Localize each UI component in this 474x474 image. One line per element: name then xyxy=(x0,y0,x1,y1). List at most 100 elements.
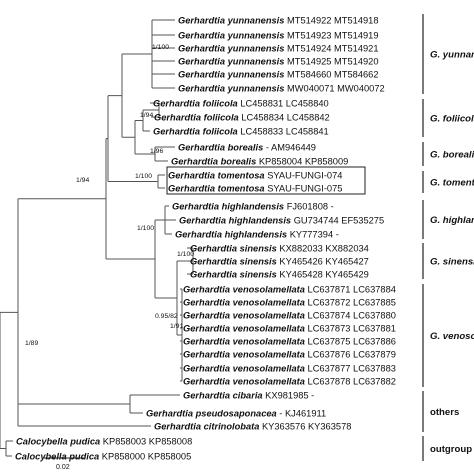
taxon-accession: KX882033 KX882034 xyxy=(277,243,369,253)
tree-branches xyxy=(0,19,194,457)
taxon-accession: MT514925 MT514920 xyxy=(284,56,378,66)
taxon-species-name: Gerhardtia citrinolobata xyxy=(154,421,259,431)
taxon-accession: GU734744 EF535275 xyxy=(291,215,384,225)
taxon-label: Gerhardtia pseudosaponacea - KJ461911 xyxy=(146,408,326,418)
taxon-species-name: Gerhardtia venosolamellata xyxy=(183,376,305,386)
taxon-species-name: Gerhardtia sinensis xyxy=(190,256,277,266)
taxon-label: Gerhardtia venosolamellata LC637873 LC63… xyxy=(183,323,396,333)
taxon-label: Gerhardtia yunnanensis MT514925 MT514920 xyxy=(178,56,379,66)
taxon-species-name: Gerhardtia venosolamellata xyxy=(183,336,305,346)
taxon-accession: KP858003 KP858008 xyxy=(100,436,192,446)
taxon-accession: MT514924 MT514921 xyxy=(284,43,378,53)
taxon-accession: KY465426 KY465427 xyxy=(277,256,369,266)
taxon-accession: MT584660 MT584662 xyxy=(284,69,378,79)
taxon-species-name: Gerhardtia tomentosa xyxy=(168,170,265,180)
group-label-others: others xyxy=(430,407,459,418)
taxon-label: Gerhardtia foliicola LC458834 LC458842 xyxy=(154,112,330,122)
taxon-accession: KY363576 KY363578 xyxy=(259,421,351,431)
taxon-species-name: Gerhardtia foliicola xyxy=(153,126,238,136)
taxon-species-name: Gerhardtia highlandensis xyxy=(175,229,287,239)
scale-bar: 0.02 xyxy=(44,457,84,471)
group-label-tomentosa: G. tomentosa xyxy=(430,178,474,189)
taxon-accession: MT514922 MT514918 xyxy=(284,15,378,25)
taxon-species-name: Gerhardtia yunnanensis xyxy=(178,83,284,93)
taxon-accession: LC637873 LC637881 xyxy=(305,323,396,333)
highlight-box-new-species xyxy=(166,166,366,195)
taxon-accession: MW040071 MW040072 xyxy=(284,83,384,93)
group-label-venosolamellata: G. venosolamellata xyxy=(430,331,474,342)
taxon-species-name: Gerhardtia borealis xyxy=(178,142,263,152)
taxon-species-name: Gerhardtia pseudosaponacea xyxy=(146,408,277,418)
taxon-accession: LC637876 LC637879 xyxy=(305,349,396,359)
taxon-accession: SYAU-FUNGI-074 xyxy=(265,170,343,180)
group-label-yunnanensis: G. yunnanensis xyxy=(430,50,474,61)
taxon-species-name: Gerhardtia cibaria xyxy=(183,390,263,400)
taxon-label: Gerhardtia cibaria KX981985 - xyxy=(183,390,314,400)
taxon-species-name: Gerhardtia sinensis xyxy=(190,243,277,253)
taxon-label: Gerhardtia tomentosa SYAU-FUNGI-075 xyxy=(168,183,342,193)
support-value-yunnanensis: 1/100 xyxy=(152,44,169,51)
taxon-label: Calocybella pudica KP858000 KP858005 xyxy=(15,451,191,461)
taxon-label: Gerhardtia venosolamellata LC637876 LC63… xyxy=(183,349,396,359)
taxon-species-name: Gerhardtia highlandensis xyxy=(172,201,284,211)
taxon-accession: LC637874 LC637880 xyxy=(305,310,396,320)
taxon-accession: KP858000 KP858005 xyxy=(99,451,191,461)
group-label-outgroup: outgroup xyxy=(430,444,472,455)
support-value-tomentosa: 1/100 xyxy=(135,173,152,180)
taxon-accession: LC637877 LC637883 xyxy=(305,363,396,373)
taxon-label: Gerhardtia highlandensis FJ601808 - xyxy=(172,201,334,211)
taxon-accession: LC458833 LC458841 xyxy=(238,126,329,136)
taxon-label: Gerhardtia venosolamellata LC637878 LC63… xyxy=(183,376,396,386)
taxon-accession: FJ601808 - xyxy=(284,201,334,211)
taxon-label: Gerhardtia sinensis KY465428 KY465429 xyxy=(190,269,369,279)
taxon-label: Gerhardtia yunnanensis MT514922 MT514918 xyxy=(178,15,379,25)
taxon-label: Gerhardtia highlandensis KY777394 - xyxy=(175,229,339,239)
taxon-species-name: Gerhardtia venosolamellata xyxy=(183,310,305,320)
group-label-borealis: G. borealis xyxy=(430,150,474,161)
taxon-species-name: Gerhardtia yunnanensis xyxy=(178,30,284,40)
support-value-venosolamellata: 1/91 xyxy=(170,323,183,330)
taxon-species-name: Gerhardtia yunnanensis xyxy=(178,56,284,66)
taxon-accession: LC458831 LC458840 xyxy=(238,98,329,108)
taxon-species-name: Calocybella pudica xyxy=(16,436,100,446)
taxon-species-name: Calocybella pudica xyxy=(15,451,99,461)
taxon-accession: - KJ461911 xyxy=(277,408,326,418)
scale-bar-label: 0.02 xyxy=(56,464,70,471)
taxon-accession: KX981985 - xyxy=(263,390,315,400)
taxon-label: Gerhardtia sinensis KY465426 KY465427 xyxy=(190,256,369,266)
taxon-species-name: Gerhardtia tomentosa xyxy=(168,183,265,193)
taxon-labels: Gerhardtia yunnanensis MT514922 MT514918… xyxy=(15,15,396,461)
taxon-accession: LC637872 LC637885 xyxy=(305,297,396,307)
taxon-species-name: Gerhardtia venosolamellata xyxy=(183,297,305,307)
taxon-accession: LC458834 LC458842 xyxy=(239,112,330,122)
taxon-accession: MT514923 MT514919 xyxy=(284,30,378,40)
taxon-label: Gerhardtia yunnanensis MW040071 MW040072 xyxy=(178,83,385,93)
taxon-species-name: Gerhardtia yunnanensis xyxy=(178,15,284,25)
taxon-label: Gerhardtia yunnanensis MT584660 MT584662 xyxy=(178,69,379,79)
taxon-label: Gerhardtia highlandensis GU734744 EF5352… xyxy=(179,215,384,225)
taxon-label: Gerhardtia venosolamellata LC637871 LC63… xyxy=(183,284,396,294)
taxon-label: Gerhardtia venosolamellata LC637872 LC63… xyxy=(183,297,396,307)
group-label-foliicola: G. foliicola xyxy=(430,114,474,125)
taxon-species-name: Gerhardtia venosolamellata xyxy=(183,349,305,359)
taxon-label: Gerhardtia yunnanensis MT514924 MT514921 xyxy=(178,43,379,53)
group-label-highlandensis: G. highlandensis xyxy=(430,215,474,226)
taxon-accession: LC637878 LC637882 xyxy=(305,376,396,386)
taxon-species-name: Gerhardtia venosolamellata xyxy=(183,323,305,333)
taxon-accession: SYAU-FUNGI-075 xyxy=(265,183,343,193)
taxon-label: Calocybella pudica KP858003 KP858008 xyxy=(16,436,192,446)
taxon-label: Gerhardtia foliicola LC458833 LC458841 xyxy=(153,126,329,136)
taxon-label: Gerhardtia venosolamellata LC637874 LC63… xyxy=(183,310,396,320)
taxon-species-name: Gerhardtia highlandensis xyxy=(179,215,291,225)
taxon-label: Gerhardtia yunnanensis MT514923 MT514919 xyxy=(178,30,379,40)
taxon-accession: KP858004 KP858009 xyxy=(256,156,348,166)
support-value-ingroup: 1/89 xyxy=(25,340,38,347)
group-label-sinensis: G. sinensis xyxy=(430,257,474,268)
taxon-species-name: Gerhardtia sinensis xyxy=(190,269,277,279)
taxon-accession: LC637871 LC637884 xyxy=(305,284,396,294)
taxon-species-name: Gerhardtia yunnanensis xyxy=(178,69,284,79)
taxon-label: Gerhardtia sinensis KX882033 KX882034 xyxy=(190,243,369,253)
taxon-species-name: Gerhardtia foliicola xyxy=(154,112,239,122)
taxon-accession: KY465428 KY465429 xyxy=(277,269,369,279)
taxon-species-name: Gerhardtia yunnanensis xyxy=(178,43,284,53)
